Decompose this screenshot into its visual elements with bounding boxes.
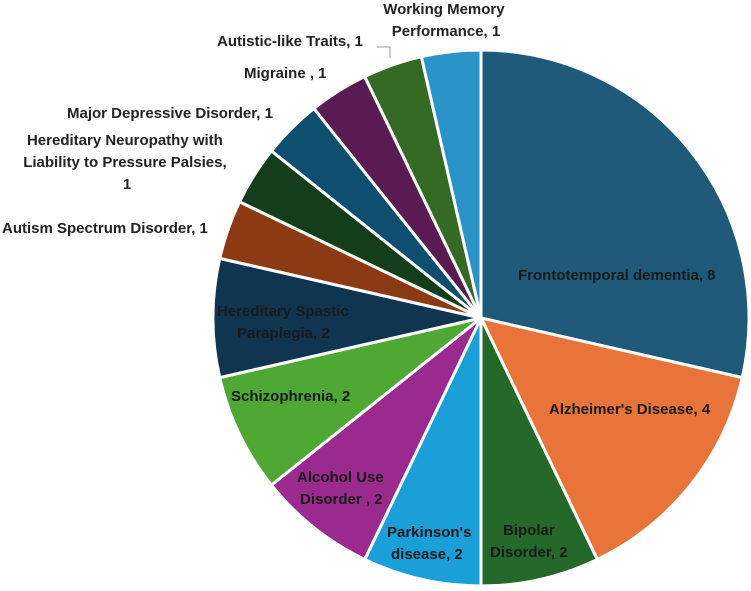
label-bipolar-disorder-line1: Bipolar — [503, 522, 555, 539]
label-hnpp-line3: 1 — [123, 176, 131, 193]
slice-alcohol-use-disorder — [269, 316, 483, 561]
label-bipolar-disorder-line2: Disorder, 2 — [490, 544, 568, 561]
label-alcohol-use-disorder-line2: Disorder , 2 — [300, 491, 383, 508]
slice-hereditary-spastic-paraplegia — [211, 256, 483, 380]
label-migraine: Migraine , 1 — [244, 65, 327, 82]
label-hsp-line2: Paraplegia, 2 — [237, 325, 330, 342]
label-autistic-like-traits: Autistic-like Traits, 1 — [217, 33, 363, 50]
label-autism-spectrum-disorder: Autism Spectrum Disorder, 1 — [2, 220, 208, 237]
label-hereditary-spastic-paraplegia: Hereditary Spastic Paraplegia, 2 — [217, 303, 353, 342]
label-working-memory-performance: Working Memory Performance, 1 — [383, 1, 509, 40]
slice-alzheimer-s-disease — [479, 316, 744, 561]
label-alzheimers-disease: Alzheimer's Disease, 4 — [549, 401, 711, 418]
slice-bipolar-disorder — [479, 316, 599, 588]
leader-line-autistic-like-traits — [377, 46, 391, 58]
label-alcohol-use-disorder-line1: Alcohol Use — [297, 469, 384, 486]
label-alcohol-use-disorder: Alcohol Use Disorder , 2 — [297, 469, 388, 508]
slice-parkinson-s-disease — [363, 316, 483, 588]
label-wmp-line2: Performance, 1 — [392, 23, 500, 40]
label-hnpp-line1: Hereditary Neuropathy with — [27, 132, 223, 149]
label-bipolar-disorder: Bipolar Disorder, 2 — [490, 522, 568, 561]
label-schizophrenia: Schizophrenia, 2 — [231, 388, 350, 405]
label-hnpp-line2: Liability to Pressure Palsies, — [23, 154, 226, 171]
pie-labels: Frontotemporal dementia, 8 Alzheimer's D… — [2, 1, 716, 563]
pie-slices — [211, 48, 751, 588]
slice-schizophrenia — [218, 316, 483, 487]
label-wmp-line1: Working Memory — [383, 1, 505, 18]
slice-frontotemporal-dementia — [479, 48, 751, 380]
label-parkinsons-disease: Parkinson's disease, 2 — [387, 524, 476, 563]
label-parkinsons-disease-line1: Parkinson's — [387, 524, 471, 541]
label-parkinsons-disease-line2: disease, 2 — [391, 546, 463, 563]
slice-working-memory-performance — [419, 48, 483, 320]
label-frontotemporal-dementia: Frontotemporal dementia, 8 — [518, 267, 716, 284]
label-hsp-line1: Hereditary Spastic — [217, 303, 349, 320]
label-major-depressive-disorder: Major Depressive Disorder, 1 — [67, 105, 273, 122]
label-hnpp: Hereditary Neuropathy with Liability to … — [23, 132, 231, 193]
